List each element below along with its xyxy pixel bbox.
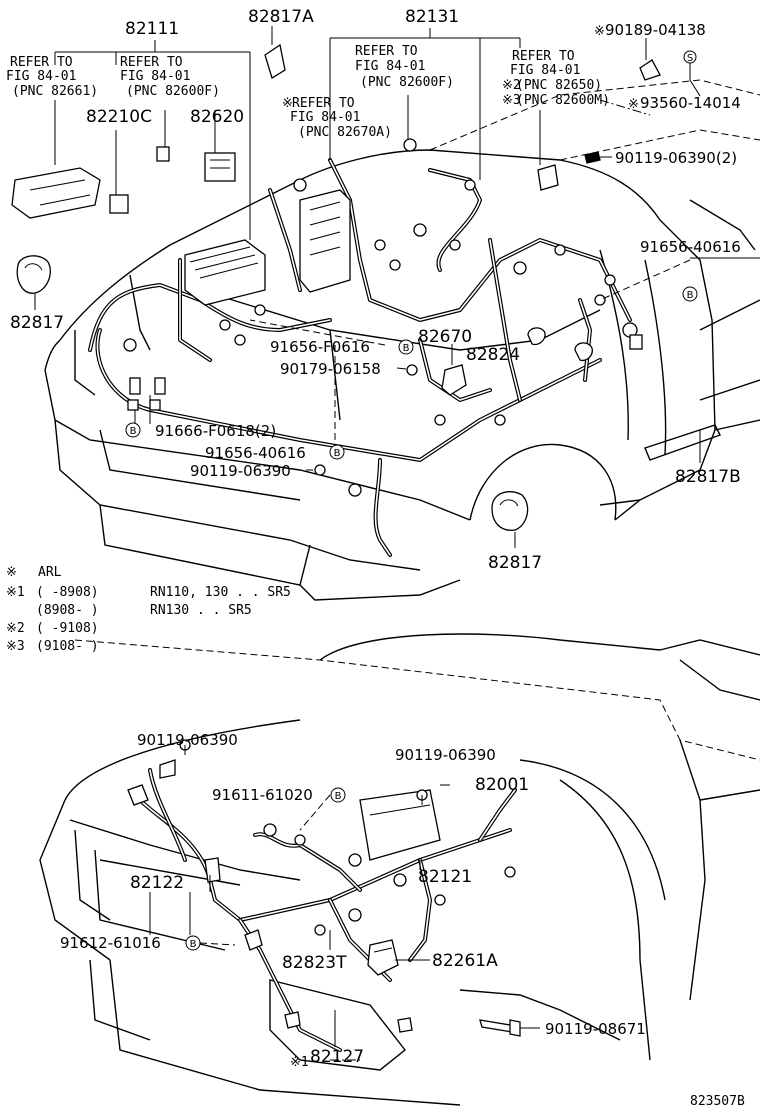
applicability-legend: ※ ARL ※1 ( -8908) RN110, 130 . . SR5 (89… xyxy=(6,565,309,1070)
svg-text:FIG 84-01: FIG 84-01 xyxy=(510,63,580,78)
upper-circled-marks xyxy=(125,286,698,460)
svg-text:※2: ※2 xyxy=(6,621,25,636)
label-82817-bottom: 82817 xyxy=(488,553,542,573)
svg-text:※3: ※3 xyxy=(6,639,25,654)
label-82620: 82620 xyxy=(190,107,244,127)
label-82817A: 82817A xyxy=(248,7,314,27)
lower-components xyxy=(127,739,521,1037)
star-mark-90189: ※ xyxy=(594,24,605,39)
svg-text:RN130 . . SR5: RN130 . . SR5 xyxy=(150,603,252,618)
lower-circled-marks xyxy=(185,787,346,951)
label-91656-F0616: 91656-F0616 xyxy=(270,338,370,356)
svg-text:REFER TO: REFER TO xyxy=(120,55,183,70)
reference-notes: REFER TO FIG 84-01 (PNC 82661) REFER TO … xyxy=(6,24,639,140)
label-82261A: 82261A xyxy=(432,951,498,971)
svg-text:(8908- ): (8908- ) xyxy=(36,603,99,618)
label-90189-04138: 90189-04138 xyxy=(605,21,706,39)
label-90119-06390-lower-right: 90119-06390 xyxy=(395,746,496,764)
label-90119-08671: 90119-08671 xyxy=(545,1020,646,1038)
label-82210C: 82210C xyxy=(86,107,152,127)
upper-leader-lines xyxy=(34,26,760,548)
svg-text:( -8908): ( -8908) xyxy=(36,585,99,600)
svg-text:REFER TO: REFER TO xyxy=(292,96,355,111)
label-82127: 82127 xyxy=(310,1047,364,1067)
svg-text:B: B xyxy=(190,939,197,950)
refer-note-82670A: ※ REFER TO FIG 84-01 (PNC 82670A) xyxy=(282,96,392,140)
label-82131: 82131 xyxy=(405,7,459,27)
circled-letters: S B B B B B B xyxy=(130,53,694,950)
svg-text:REFER TO: REFER TO xyxy=(512,49,575,64)
svg-text:(PNC 82600F): (PNC 82600F) xyxy=(360,75,454,90)
label-91666-F0618: 91666-F0618(2) xyxy=(155,422,276,440)
svg-text:REFER TO: REFER TO xyxy=(10,55,73,70)
svg-text:FIG 84-01: FIG 84-01 xyxy=(290,110,360,125)
lower-vehicle-body xyxy=(39,633,760,1106)
svg-text:(PNC 82650): (PNC 82650) xyxy=(516,78,602,93)
label-82817-left: 82817 xyxy=(10,313,64,333)
svg-text:※2: ※2 xyxy=(502,78,521,93)
svg-text:※: ※ xyxy=(6,565,17,580)
lower-leader-lines xyxy=(149,745,540,1061)
label-82001: 82001 xyxy=(475,775,529,795)
svg-text:B: B xyxy=(403,343,410,354)
svg-text:※3: ※3 xyxy=(502,93,521,108)
svg-text:※: ※ xyxy=(282,96,293,111)
star-mark-93560: ※ xyxy=(628,97,639,112)
label-91656-40616-lower: 91656-40616 xyxy=(205,444,306,462)
svg-text:RN110, 130 . . SR5: RN110, 130 . . SR5 xyxy=(150,585,291,600)
label-82121: 82121 xyxy=(418,867,472,887)
svg-text:REFER TO: REFER TO xyxy=(355,44,418,59)
refer-note-82650: REFER TO FIG 84-01 ※2 (PNC 82650) ※3 (PN… xyxy=(502,49,610,108)
lower-wire-harness xyxy=(138,768,517,1052)
label-82111: 82111 xyxy=(125,19,179,39)
label-82670: 82670 xyxy=(418,327,472,347)
svg-text:FIG 84-01: FIG 84-01 xyxy=(120,69,190,84)
svg-text:B: B xyxy=(334,448,341,459)
svg-text:B: B xyxy=(130,426,137,437)
svg-text:B: B xyxy=(335,791,342,802)
refer-note-82600F-right: REFER TO FIG 84-01 (PNC 82600F) xyxy=(355,44,454,90)
svg-text:(PNC 82600M): (PNC 82600M) xyxy=(516,93,610,108)
part-number-labels: 82111 82817A 82131 90189-04138 93560-140… xyxy=(10,7,741,1067)
svg-text:FIG 84-01: FIG 84-01 xyxy=(355,59,425,74)
upper-components xyxy=(11,43,697,531)
label-82817B: 82817B xyxy=(675,467,741,487)
svg-text:※1: ※1 xyxy=(6,585,25,600)
refer-note-82600F-left: REFER TO FIG 84-01 (PNC 82600F) xyxy=(120,55,220,99)
svg-text:FIG 84-01: FIG 84-01 xyxy=(6,69,76,84)
svg-text:※1: ※1 xyxy=(290,1055,309,1070)
label-90179-06158: 90179-06158 xyxy=(280,360,381,378)
label-90119-06390-2: 90119-06390(2) xyxy=(615,149,737,167)
refer-note-82661: REFER TO FIG 84-01 (PNC 82661) xyxy=(6,55,98,99)
label-82823T: 82823T xyxy=(282,953,347,973)
svg-text:ARL: ARL xyxy=(38,565,62,580)
svg-text:(PNC 82661): (PNC 82661) xyxy=(12,84,98,99)
svg-text:S: S xyxy=(687,53,693,64)
figure-id: 823507B xyxy=(690,1094,745,1109)
label-82824: 82824 xyxy=(466,345,520,365)
label-90119-06390-lower-left: 90119-06390 xyxy=(137,731,238,749)
label-93560-14014: 93560-14014 xyxy=(640,94,741,112)
label-82122: 82122 xyxy=(130,873,184,893)
label-90119-06390-upper: 90119-06390 xyxy=(190,462,291,480)
label-91611-61020: 91611-61020 xyxy=(212,786,313,804)
label-91656-40616-upper: 91656-40616 xyxy=(640,238,741,256)
svg-text:(9108- ): (9108- ) xyxy=(36,639,99,654)
svg-text:B: B xyxy=(687,290,694,301)
upper-wire-harness xyxy=(88,158,632,557)
svg-text:(PNC 82600F): (PNC 82600F) xyxy=(126,84,220,99)
label-91612-61016: 91612-61016 xyxy=(60,934,161,952)
svg-text:( -9108): ( -9108) xyxy=(36,621,99,636)
svg-text:(PNC 82670A): (PNC 82670A) xyxy=(298,125,392,140)
